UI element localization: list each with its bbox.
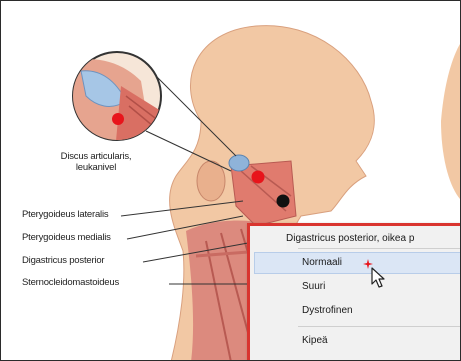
label-pterygoideus-medialis: Pterygoideus medialis [22, 232, 111, 243]
menu-separator [298, 248, 461, 249]
disc-label-line2: leukanivel [41, 162, 151, 173]
menu-item-label: Kipeä [302, 335, 328, 346]
label-discus-articularis: Discus articularis, leukanivel [41, 151, 151, 173]
ear [197, 161, 225, 201]
menu-item-suuri[interactable]: Suuri [254, 276, 461, 298]
context-menu-title: Digastricus posterior, oikea p [286, 233, 414, 244]
red-marker [252, 171, 265, 184]
menu-item-label: Suuri [302, 281, 325, 292]
disc-label-line1: Discus articularis, [41, 151, 151, 162]
black-marker [277, 195, 290, 208]
mouse-cursor-icon [371, 267, 387, 289]
menu-item-normaali[interactable]: Normaali [254, 252, 461, 274]
label-sternocleidomastoideus: Sternocleidomastoideus [22, 277, 119, 288]
label-digastricus-posterior: Digastricus posterior [22, 255, 104, 266]
zoom-red-marker [112, 113, 124, 125]
red-star-marker [363, 259, 373, 269]
right-head-shape [441, 41, 461, 201]
menu-item-label: Normaali [302, 257, 342, 268]
menu-separator [298, 326, 461, 327]
label-pterygoideus-lateralis: Pterygoideus lateralis [22, 209, 108, 220]
menu-item-kipea[interactable]: Kipeä [254, 330, 461, 352]
context-menu: Digastricus posterior, oikea p Normaali … [247, 223, 461, 361]
menu-item-dystrofinen[interactable]: Dystrofinen [254, 300, 461, 322]
joint-highlight [229, 155, 249, 171]
menu-item-label: Dystrofinen [302, 305, 353, 316]
